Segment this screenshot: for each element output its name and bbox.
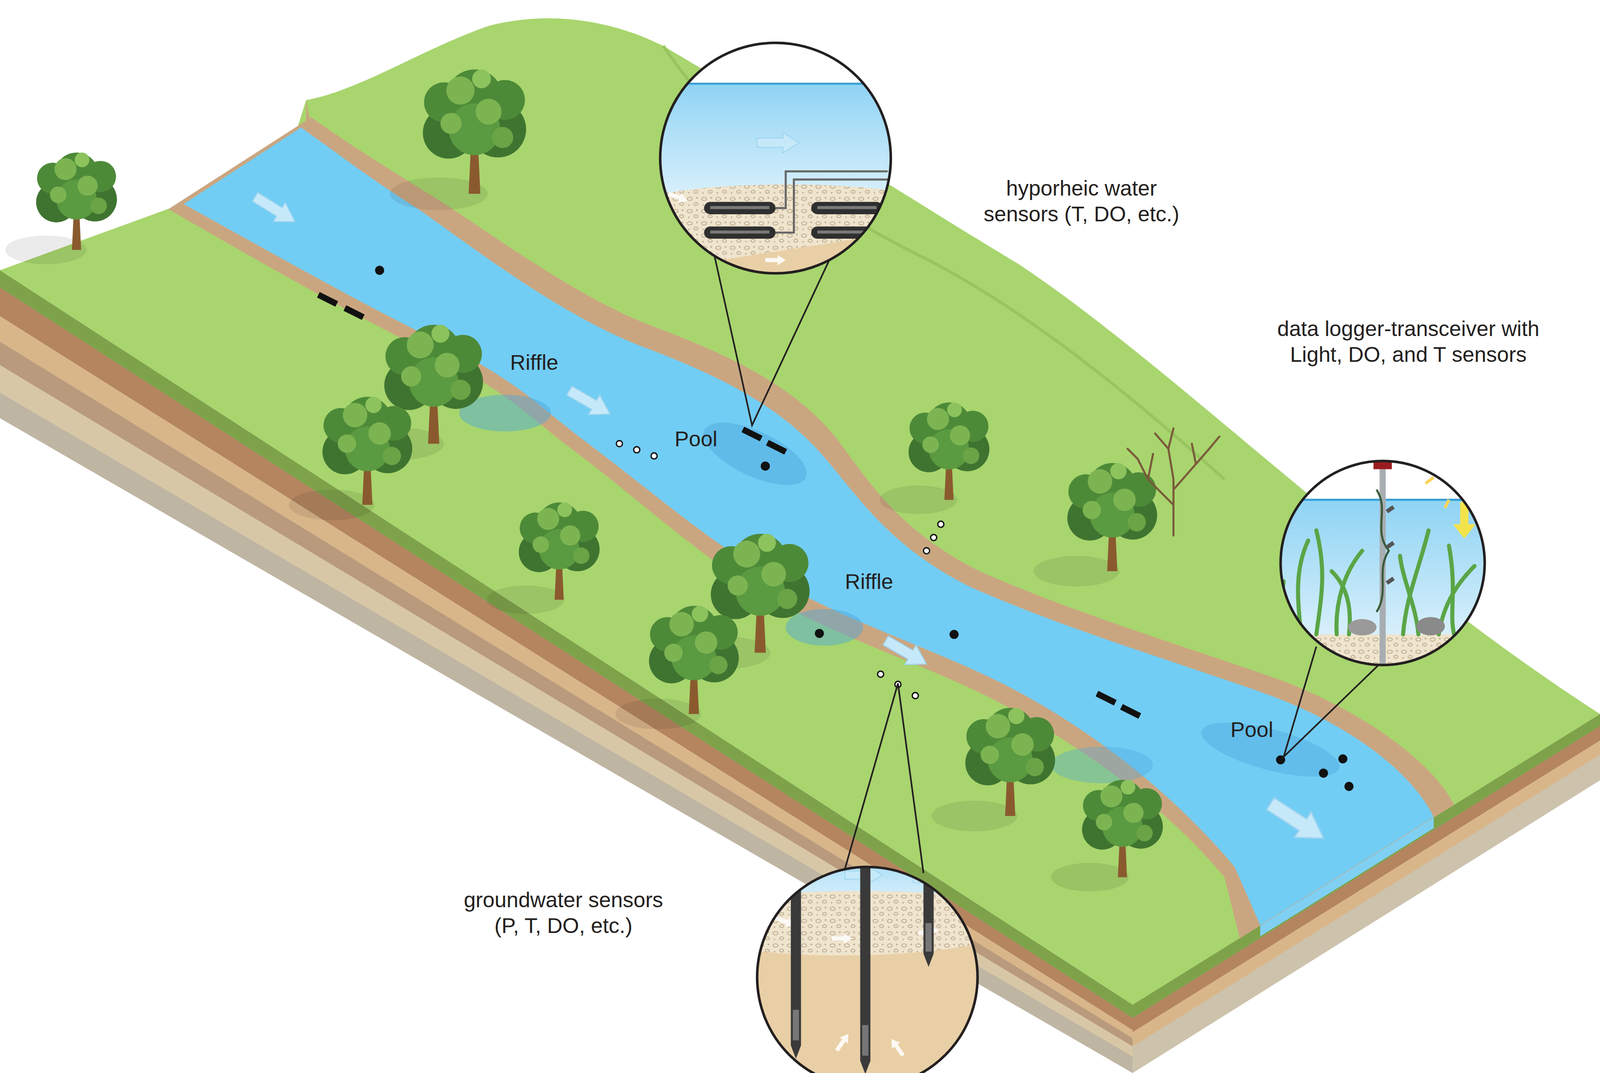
reach-label: Pool xyxy=(1230,717,1274,744)
reach-label: Pool xyxy=(674,426,718,453)
reach-label: Riffle xyxy=(510,349,559,376)
reach-label: Riffle xyxy=(844,569,894,595)
sensor-label: hyporheic water sensors (T, DO, etc.) xyxy=(970,175,1193,227)
sensor-label: groundwater sensors (P, T, DO, etc.) xyxy=(458,887,668,939)
sensor-label: data logger-transceiver with Light, DO, … xyxy=(1266,316,1551,368)
